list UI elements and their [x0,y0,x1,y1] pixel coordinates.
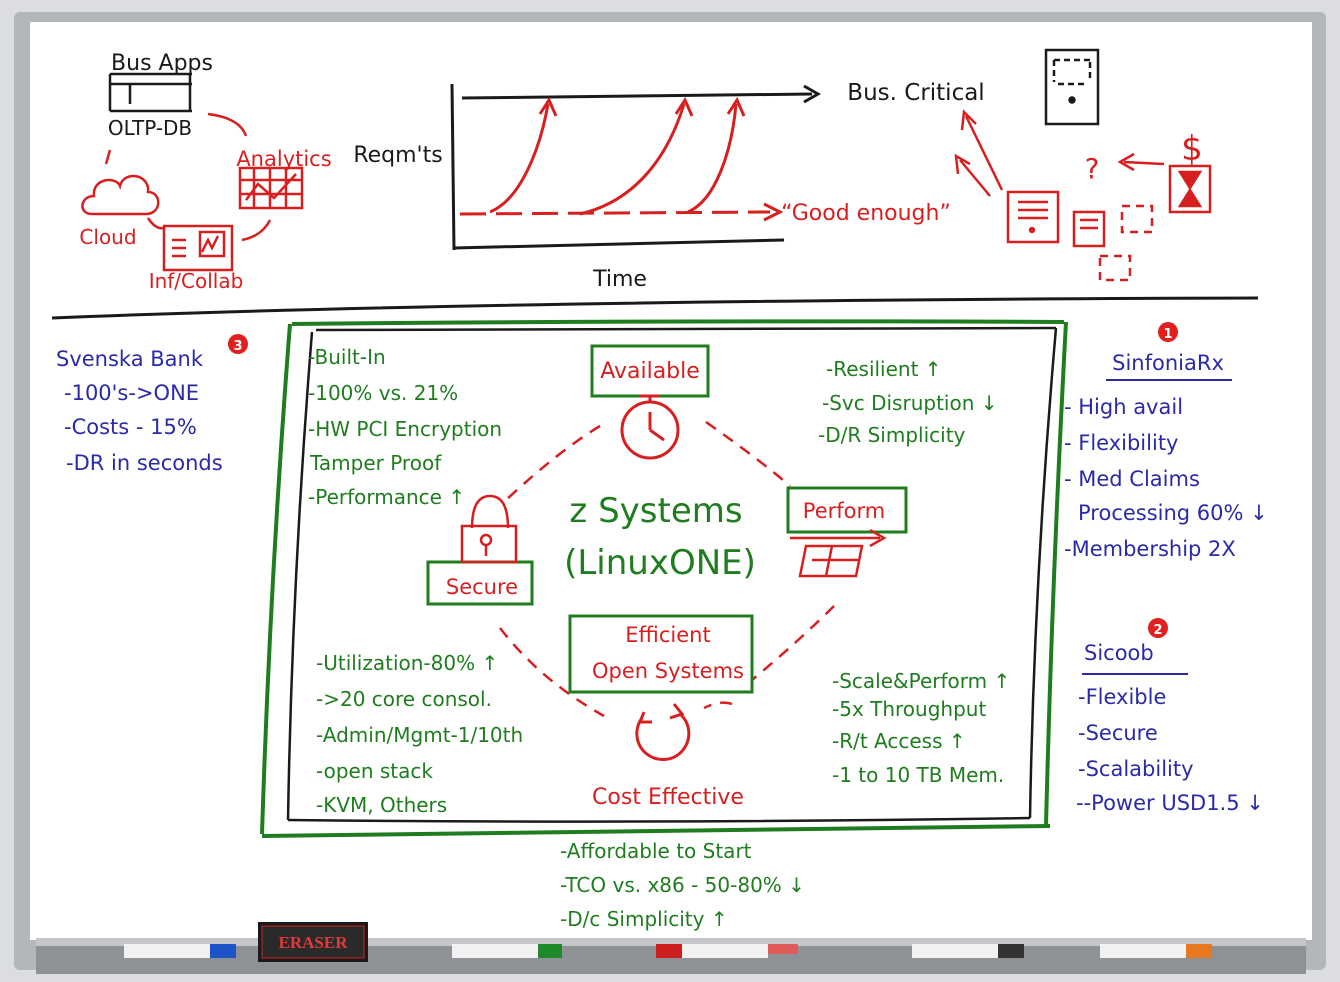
analytics-icon [238,166,304,210]
center-box [260,319,1068,838]
sinfonia-item: Processing 60% ↓ [1078,501,1268,525]
good-enough-label: “Good enough” [781,201,951,226]
perform-item: -5x Throughput [832,697,986,721]
efficient-box [568,614,754,694]
svg-text:3: 3 [233,339,242,354]
svg-text:1: 1 [1163,327,1172,342]
oltp-db-label: OLTP-DB [108,116,192,140]
perform-box [786,486,908,534]
secure-list: -Built-In -100% vs. 21% -HW PCI Encrypti… [308,345,502,509]
marker-green[interactable] [452,944,562,958]
efficient-item: -Utilization-80% ↑ [316,651,498,675]
efficient-label-line2: Open Systems [592,659,744,683]
server-icon [1044,48,1100,126]
perform-icon [790,528,887,578]
svenska-title: Svenska Bank [56,347,204,371]
time-label: Time [592,267,647,292]
cost-item: -Affordable to Start [560,839,752,863]
perform-list: -Scale&Perform ↑ -5x Throughput -R/t Acc… [832,669,1010,787]
sinfonia-title: SinfoniaRx [1112,351,1224,375]
eraser[interactable]: ERASER [258,922,368,962]
efficient-item: -KVM, Others [316,793,447,817]
efficient-item: -Admin/Mgmt-1/10th [316,723,523,747]
sinfonia-item: - Med Claims [1064,467,1200,491]
eraser-label: ERASER [279,933,349,952]
sinfonia-item: - High avail [1064,395,1183,419]
available-item: -D/R Simplicity [818,423,966,447]
svenska-item: -100's->ONE [64,381,199,405]
sicoob-item: -Scalability [1078,757,1194,781]
secure-item: -Built-In [308,345,386,369]
center-title-line2: (LinuxONE) [564,543,756,583]
perform-item: -1 to 10 TB Mem. [832,763,1004,787]
dollar-sign: $ [1181,129,1203,169]
svenska-bank-panel: Svenska Bank 3 -100's->ONE -Costs - 15% … [56,334,248,475]
cost-item: -TCO vs. x86 - 50-80% ↓ [560,873,805,897]
bus-apps-label: Bus Apps [111,51,213,76]
cost-effective-label: Cost Effective [592,785,744,810]
efficient-list: -Utilization-80% ↑ ->20 core consol. -Ad… [316,651,523,817]
cloud-label: Cloud [79,225,136,249]
secure-item: -100% vs. 21% [308,381,458,405]
efficient-label-line1: Efficient [625,623,710,647]
hourglass-icon [1168,164,1212,214]
cycle-diamond [499,420,835,718]
sinfonia-item: -Membership 2X [1064,537,1236,561]
marker-blue[interactable] [124,944,236,958]
collab-icon [162,224,234,272]
board-surface [30,22,1312,940]
bus-critical-label: Bus. Critical [847,80,984,106]
reqmts-label: Reqm'ts [353,143,442,168]
sicoob-item: -Secure [1078,721,1158,745]
svenska-badge [228,334,248,354]
efficient-item: ->20 core consol. [316,687,492,711]
perform-item: -R/t Access ↑ [832,729,966,753]
center-title-line1: z Systems [569,491,742,531]
sinfonia-badge [1158,322,1178,342]
stopwatch-icon [620,394,680,460]
sicoob-item: --Power USD1.5 ↓ [1076,791,1264,815]
sicoob-item: -Flexible [1078,685,1166,709]
recycle-icon [635,703,691,762]
divider-line [51,296,1259,320]
sicoob-badge [1148,618,1168,638]
bus-apps-table [108,72,192,113]
secure-label: Secure [446,575,518,599]
cost-list: -Affordable to Start -TCO vs. x86 - 50-8… [560,839,805,931]
efficient-item: -open stack [316,759,433,783]
lock-icon [460,494,518,564]
requirements-graph [450,83,822,251]
available-item: -Resilient ↑ [826,357,942,381]
marker-black[interactable] [912,944,1024,958]
cost-item: -D/c Simplicity ↑ [560,907,728,931]
secure-item: -HW PCI Encryption [308,417,502,441]
cloud-icon [81,174,160,216]
perform-item: -Scale&Perform ↑ [832,669,1010,693]
sinfoniarx-panel: 1 SinfoniaRx - High avail - Flexibility … [1064,322,1268,561]
marker-orange[interactable] [1100,944,1212,958]
svg-text:2: 2 [1153,623,1162,638]
svenska-item: -Costs - 15% [64,415,197,439]
sinfonia-item: - Flexibility [1064,431,1178,455]
secure-item: Tamper Proof [309,451,442,475]
available-label: Available [600,359,700,384]
svenska-item: -DR in seconds [66,451,223,475]
sicoob-title: Sicoob [1084,641,1154,665]
marker-red[interactable] [656,944,798,958]
inf-collab-label: Inf/Collab [149,269,244,293]
available-list: -Resilient ↑ -Svc Disruption ↓ -D/R Simp… [818,357,998,447]
server-red-icon [954,109,1165,282]
question-mark: ? [1085,152,1100,185]
perform-label: Perform [803,499,885,523]
available-item: -Svc Disruption ↓ [822,391,998,415]
sicoob-panel: 2 Sicoob -Flexible -Secure -Scalability … [1076,618,1264,815]
secure-item: -Performance ↑ [308,485,465,509]
